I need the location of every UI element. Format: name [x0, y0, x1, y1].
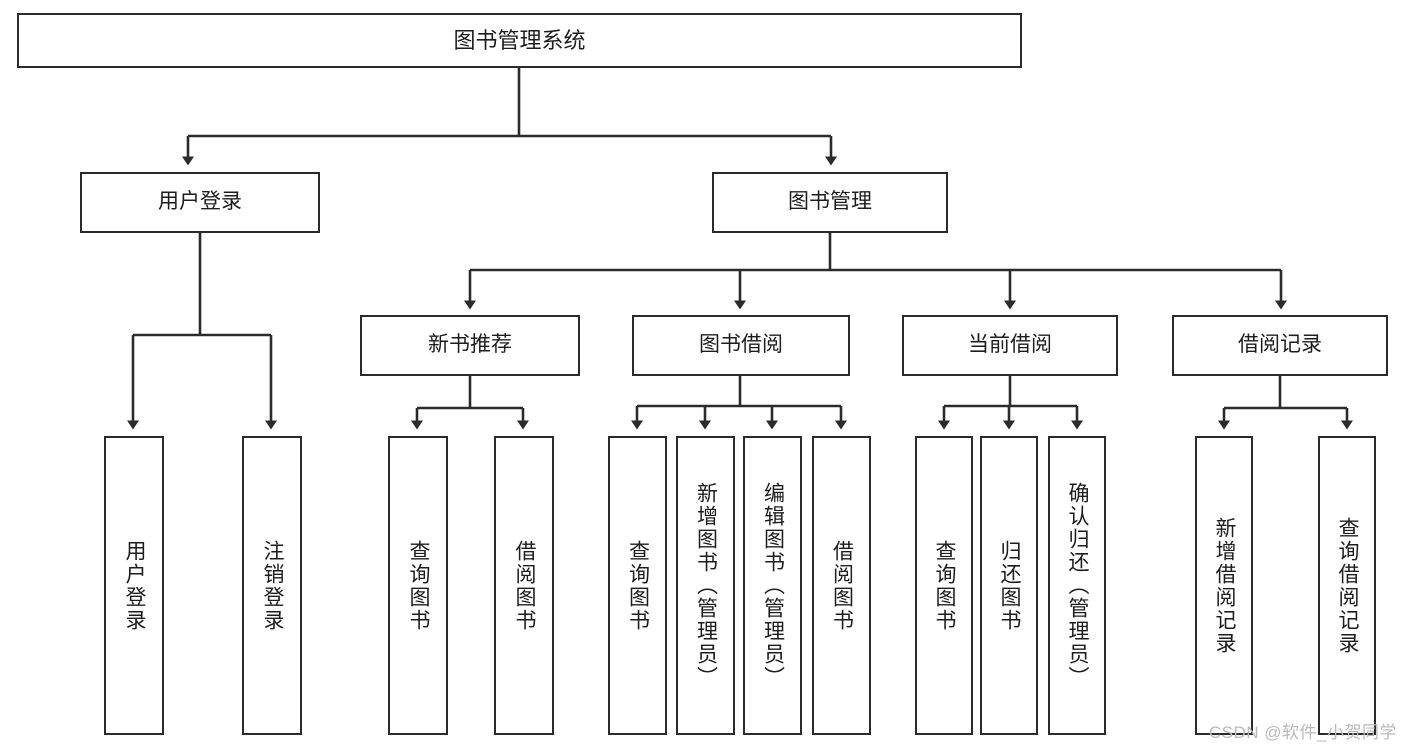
watermark-text: CSDN @软件_小贺同学 [1208, 723, 1397, 742]
node-new-book-recommend[interactable]: 新书推荐 [360, 315, 580, 376]
node-book-management[interactable]: 图书管理 [712, 172, 948, 233]
leaf-new-book-borrow-book[interactable]: 借阅图书 [494, 436, 554, 735]
node-label: 查询图书 [933, 539, 957, 632]
leaf-current-borrow-query-book[interactable]: 查询图书 [915, 436, 973, 735]
node-label: 当前借阅 [968, 333, 1052, 357]
node-label: 注销登录 [261, 539, 285, 632]
leaf-book-borrow-borrow-book[interactable]: 借阅图书 [812, 436, 871, 735]
leaf-user-login-logout[interactable]: 注销登录 [242, 436, 302, 735]
leaf-book-borrow-edit-book-admin[interactable]: 编辑图书（管理员） [743, 436, 802, 735]
node-label: 借阅图书 [830, 539, 854, 632]
leaf-current-borrow-confirm-return-admin[interactable]: 确认归还（管理员） [1048, 436, 1106, 735]
node-label: 查询图书 [407, 539, 431, 632]
node-label: 查询图书 [626, 539, 650, 632]
leaf-new-book-query-book[interactable]: 查询图书 [388, 436, 448, 735]
node-label: 新增图书（管理员） [694, 482, 718, 689]
node-label: 确认归还（管理员） [1066, 482, 1090, 689]
node-label: 图书管理系统 [453, 27, 586, 53]
node-root-book-management-system[interactable]: 图书管理系统 [17, 13, 1022, 68]
node-label: 编辑图书（管理员） [761, 482, 785, 689]
leaf-borrow-record-add-record[interactable]: 新增借阅记录 [1195, 436, 1253, 735]
leaf-current-borrow-return-book[interactable]: 归还图书 [980, 436, 1038, 735]
leaf-book-borrow-add-book-admin[interactable]: 新增图书（管理员） [676, 436, 735, 735]
node-label: 图书借阅 [699, 333, 783, 357]
node-label: 归还图书 [998, 539, 1022, 632]
node-book-borrow[interactable]: 图书借阅 [632, 315, 850, 376]
node-user-login[interactable]: 用户登录 [80, 172, 320, 233]
leaf-user-login-login[interactable]: 用户登录 [104, 436, 164, 735]
node-borrow-record[interactable]: 借阅记录 [1172, 315, 1388, 376]
node-label: 用户登录 [158, 190, 242, 214]
node-label: 借阅记录 [1238, 333, 1322, 357]
node-current-borrow[interactable]: 当前借阅 [902, 315, 1118, 376]
leaf-book-borrow-query-book[interactable]: 查询图书 [608, 436, 667, 735]
node-label: 用户登录 [123, 539, 147, 632]
node-label: 查询借阅记录 [1336, 516, 1360, 655]
node-label: 图书管理 [788, 190, 872, 214]
node-label: 借阅图书 [513, 539, 537, 632]
node-label: 新增借阅记录 [1213, 516, 1237, 655]
node-label: 新书推荐 [428, 333, 512, 357]
leaf-borrow-record-query-record[interactable]: 查询借阅记录 [1318, 436, 1376, 735]
